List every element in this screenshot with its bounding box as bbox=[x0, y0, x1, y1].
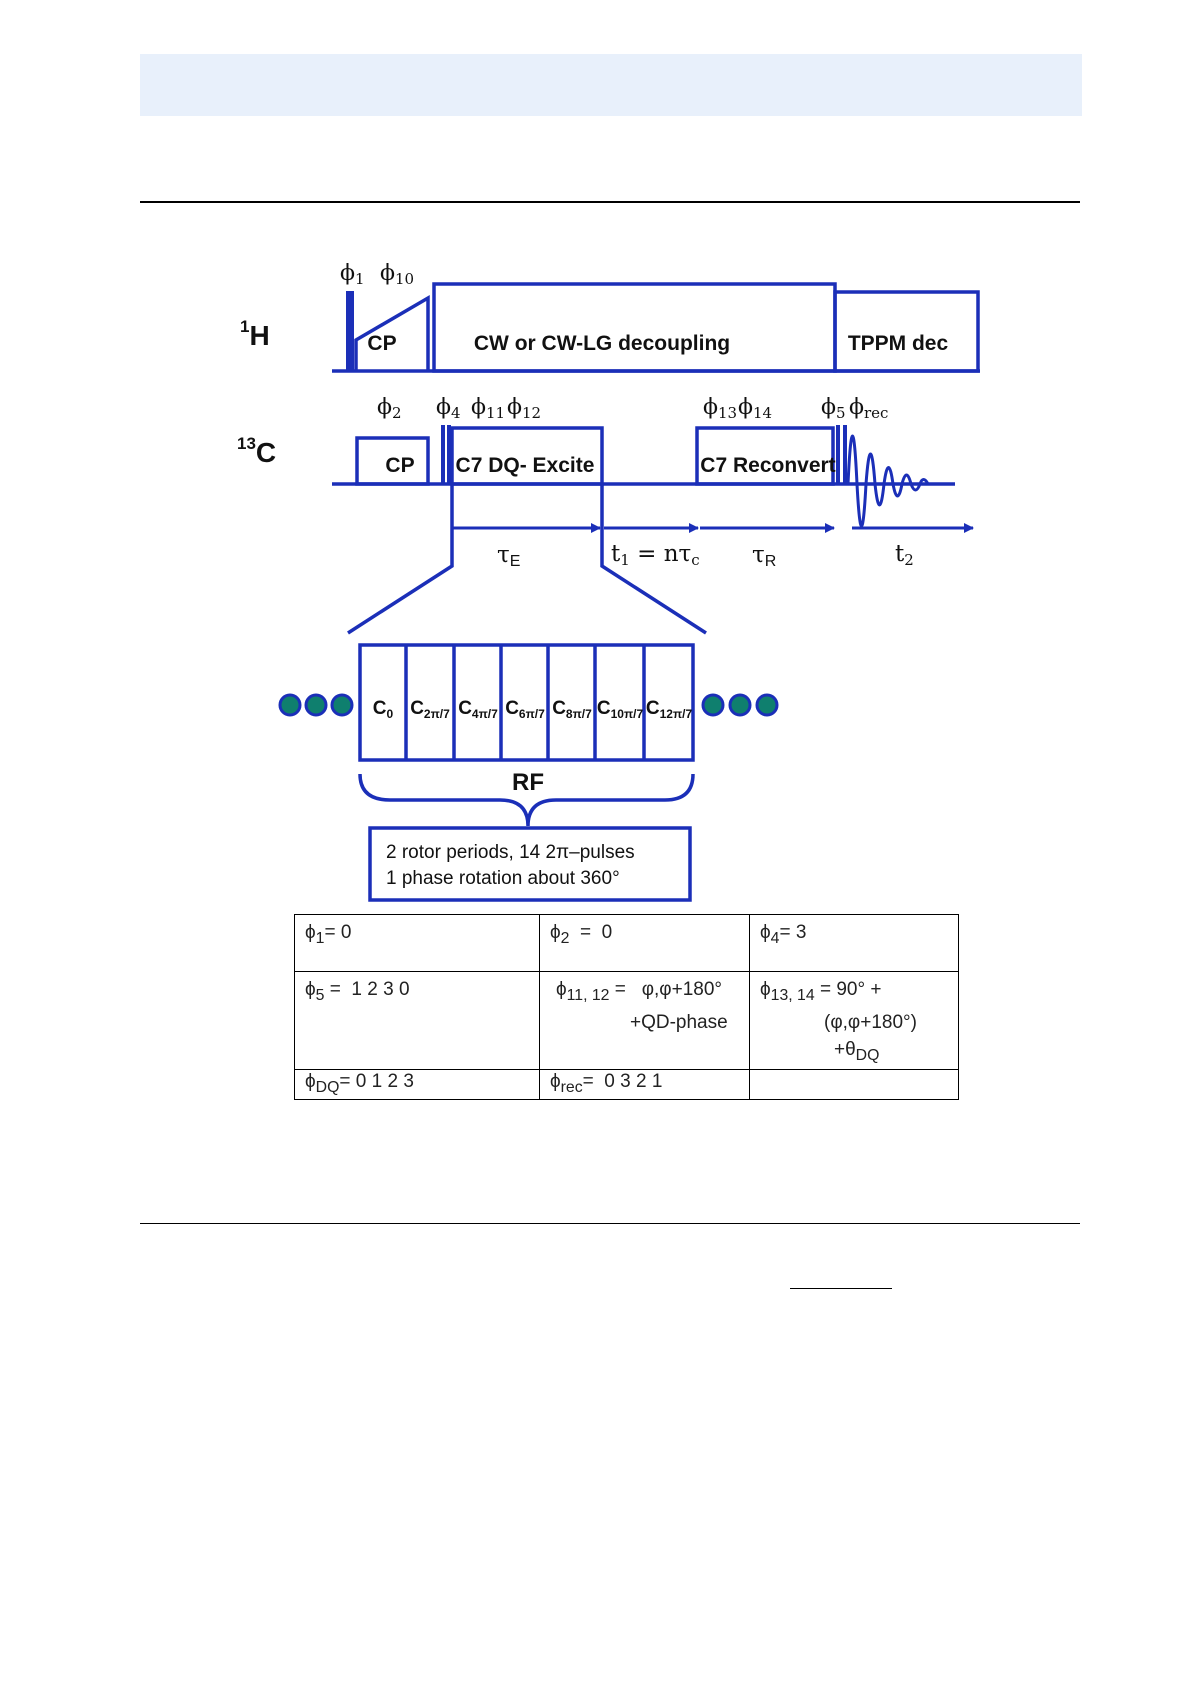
table-row: ϕ1= 0 ϕ2 = 0 ϕ4= 3 bbox=[294, 914, 959, 972]
dot-right-1 bbox=[701, 693, 725, 717]
phase-cell-phi2: ϕ2 = 0 bbox=[539, 914, 750, 972]
timing-labels: τE t1 = nτc τR t2 bbox=[497, 541, 914, 570]
c7-reconvert-block bbox=[695, 426, 835, 486]
c-element-label: C2π/7 bbox=[410, 698, 450, 721]
cw-decoupling-block bbox=[432, 282, 837, 373]
phase-cell-empty bbox=[749, 1068, 959, 1101]
bottom-rule bbox=[140, 1223, 1080, 1224]
phase-cell-phidq: ϕDQ= 0 1 2 3 bbox=[294, 1068, 540, 1101]
rf-brace bbox=[358, 773, 695, 827]
link-underline bbox=[790, 1288, 892, 1289]
phase-label-phi10: ϕ10 bbox=[380, 261, 414, 288]
c7-excite-block bbox=[450, 426, 604, 486]
tau-r-label: τR bbox=[752, 542, 776, 570]
phase-label-phi1: ϕ1 bbox=[340, 261, 365, 288]
c-90-pulse-b bbox=[447, 425, 451, 484]
dot-right-3 bbox=[755, 693, 779, 717]
note-line-2: 1 phase rotation about 360° bbox=[386, 868, 620, 889]
phase-cell-phi11-12: ϕ11, 12 = φ,φ+180°+QD-phase bbox=[539, 971, 750, 1070]
phase-label-phirec: ϕrec bbox=[849, 395, 888, 422]
c-element-label: C10π/7 bbox=[597, 698, 644, 721]
dot-right-2 bbox=[728, 693, 752, 717]
phase-cell-phi4: ϕ4= 3 bbox=[749, 914, 959, 972]
continuation-dots bbox=[278, 693, 779, 717]
c-cp-block bbox=[355, 436, 430, 486]
phase-label-phi14: ϕ14 bbox=[738, 395, 772, 422]
top-rule bbox=[140, 201, 1080, 203]
dot-left-1 bbox=[278, 693, 302, 717]
table-row: ϕDQ= 0 1 2 3 ϕrec= 0 3 2 1 bbox=[294, 1068, 959, 1101]
t1-label: t1 = nτc bbox=[611, 541, 700, 569]
rf-label: RF bbox=[512, 769, 544, 796]
note-line-1: 2 rotor periods, 14 2π–pulses bbox=[386, 842, 635, 863]
phase-cell-phi1: ϕ1= 0 bbox=[294, 914, 540, 972]
c-element-label: C0 bbox=[373, 698, 394, 721]
expansion bbox=[347, 484, 707, 902]
expansion-line-left bbox=[347, 484, 454, 635]
t2-label: t2 bbox=[895, 541, 914, 569]
phase-labels: ϕ1 ϕ10 ϕ2 ϕ4 ϕ11 ϕ12 ϕ13 ϕ14 ϕ5 ϕrec bbox=[340, 261, 888, 422]
phase-cell-phi5: ϕ5 = 1 2 3 0 bbox=[294, 971, 540, 1070]
c7-excite-label: C7 DQ- Excite bbox=[456, 454, 595, 477]
c13-channel bbox=[332, 425, 955, 528]
phase-label-phi12: ϕ12 bbox=[507, 395, 541, 422]
c-element-block bbox=[358, 643, 695, 762]
header-band bbox=[140, 54, 1082, 116]
c-element-label: C4π/7 bbox=[458, 698, 498, 721]
tppm-block bbox=[833, 290, 980, 373]
phase-label-phi2: ϕ2 bbox=[377, 395, 402, 422]
h1-channel bbox=[332, 282, 980, 373]
phase-table: ϕ1= 0 ϕ2 = 0 ϕ4= 3 ϕ5 = 1 2 3 0 ϕ11, 12 … bbox=[294, 914, 959, 1101]
phase-label-phi11: ϕ11 bbox=[471, 395, 505, 422]
c-90-pulse-a bbox=[441, 425, 445, 484]
expansion-line-right bbox=[600, 484, 707, 635]
c13-channel-label: 13C bbox=[237, 434, 276, 468]
dot-left-3 bbox=[330, 693, 354, 717]
phase-label-phi4: ϕ4 bbox=[436, 395, 461, 422]
c-90-pulse-d bbox=[843, 425, 847, 484]
h1-cp-ramp bbox=[354, 294, 430, 371]
c-element-labels: C0 C2π/7 C4π/7 C6π/7 C8π/7 C10π/7 C12π/7 bbox=[373, 698, 693, 721]
c-element-label: C12π/7 bbox=[646, 698, 693, 721]
cw-decoupling-label: CW or CW-LG decoupling bbox=[474, 332, 730, 355]
phase-label-phi13: ϕ13 bbox=[703, 395, 737, 422]
dot-left-2 bbox=[304, 693, 328, 717]
c-cp-label: CP bbox=[385, 454, 414, 477]
c7-reconvert-label: C7 Reconvert bbox=[700, 454, 835, 477]
tppm-label: TPPM dec bbox=[848, 332, 949, 355]
c-element-label: C8π/7 bbox=[552, 698, 592, 721]
table-row: ϕ5 = 1 2 3 0 ϕ11, 12 = φ,φ+180°+QD-phase… bbox=[294, 971, 959, 1070]
note-box bbox=[368, 826, 692, 902]
c-90-pulse-c bbox=[836, 425, 840, 484]
phase-cell-phi13-14: ϕ13, 14 = 90° +(φ,φ+180°)+θDQ bbox=[749, 971, 959, 1070]
phase-cell-phirec: ϕrec= 0 3 2 1 bbox=[539, 1068, 750, 1101]
c-element-label: C6π/7 bbox=[505, 698, 545, 721]
h-cp-label: CP bbox=[367, 332, 396, 355]
tau-e-label: τE bbox=[497, 542, 520, 570]
h1-channel-label: 1H bbox=[240, 317, 270, 351]
h1-90-pulse bbox=[346, 291, 354, 371]
fid-signal bbox=[846, 434, 932, 528]
phase-label-phi5: ϕ5 bbox=[821, 395, 846, 422]
